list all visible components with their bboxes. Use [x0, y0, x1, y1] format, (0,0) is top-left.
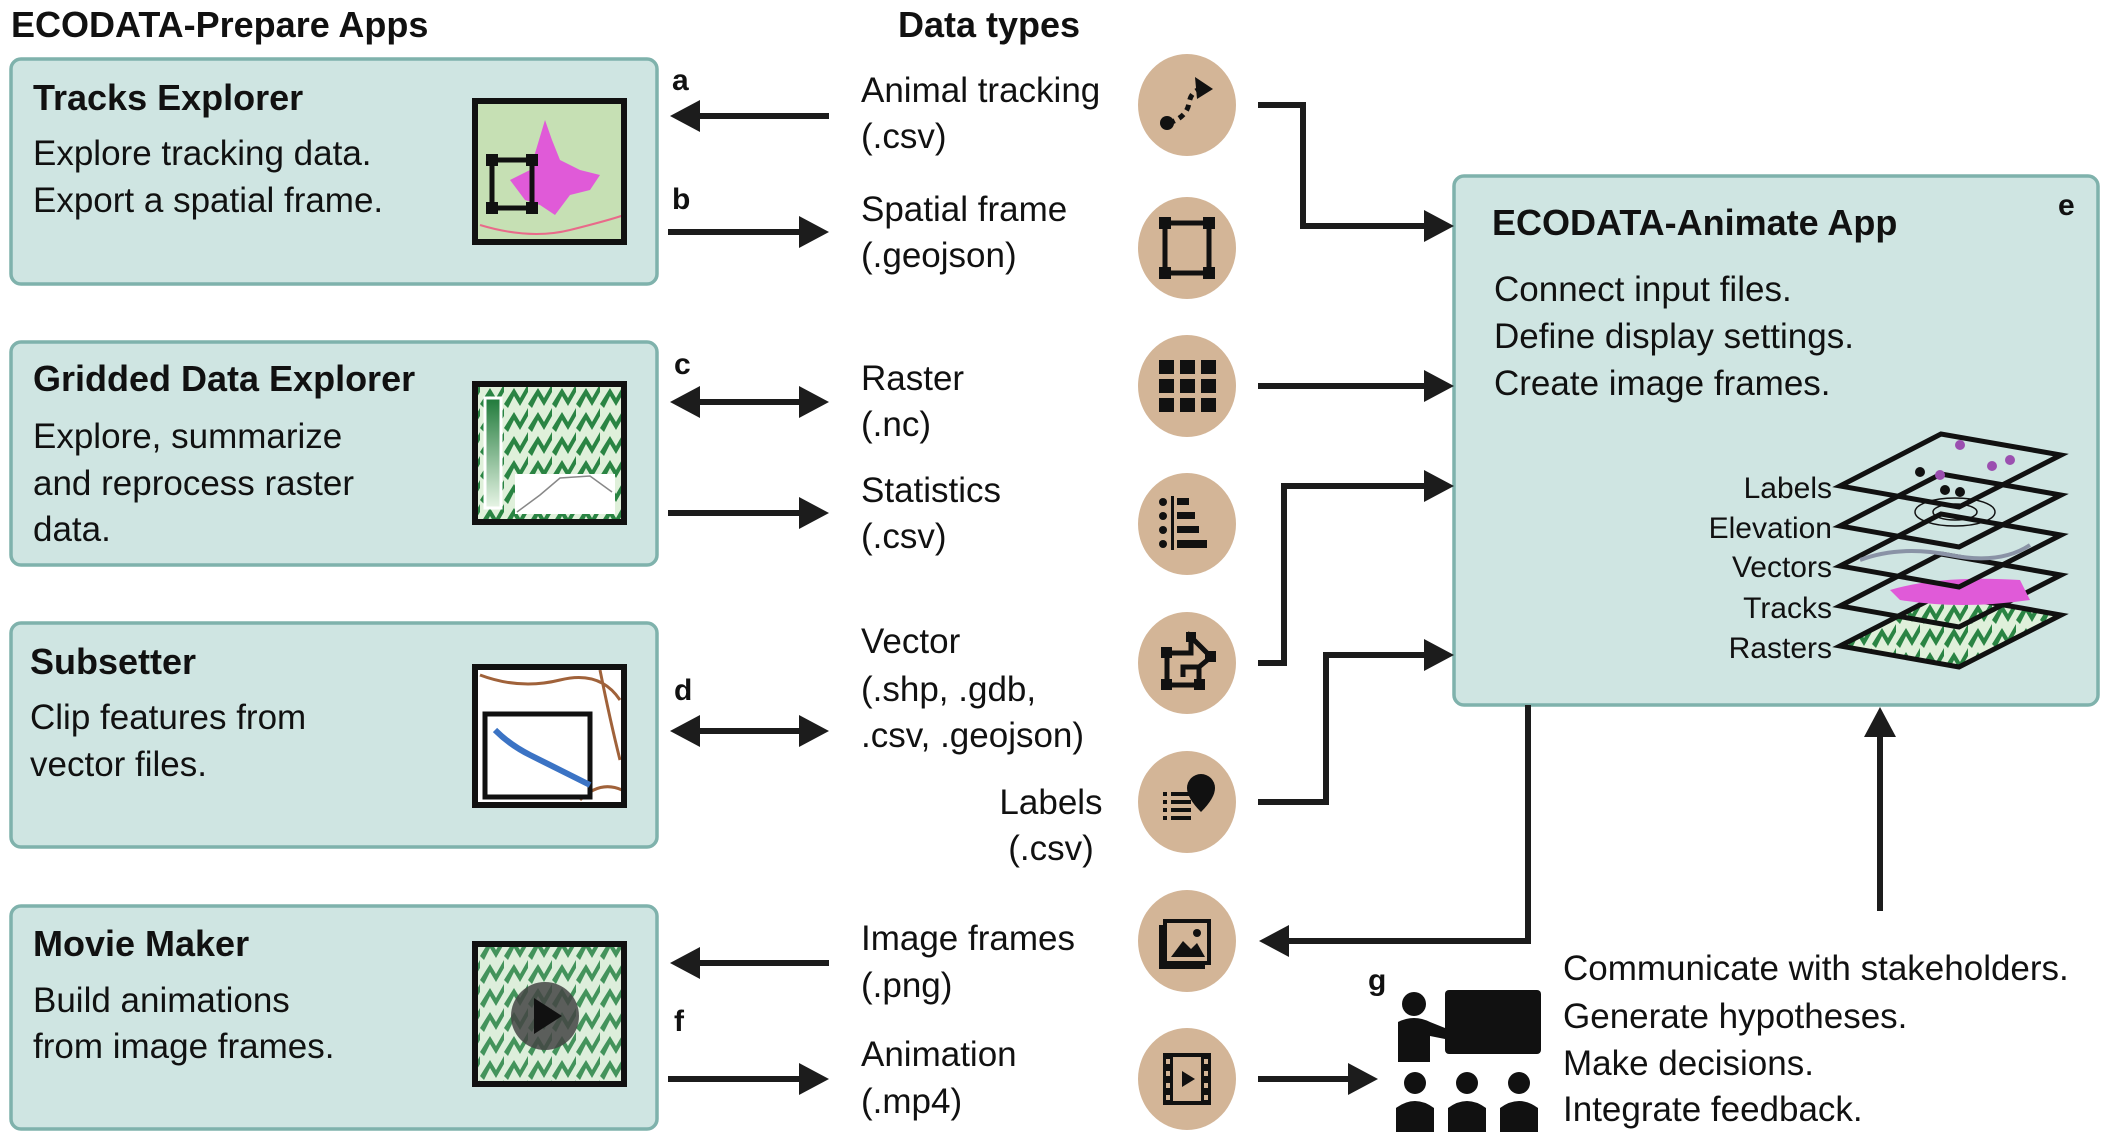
data-type-ext: (.shp, .gdb,	[861, 670, 1036, 709]
data-type-name: Labels	[999, 783, 1102, 822]
panel-letter-a: a	[672, 64, 689, 97]
raster-map-thumbnail	[472, 381, 627, 525]
labels-layer	[1832, 431, 2069, 510]
layer-label: Labels	[1744, 472, 1832, 505]
arrows-apps-data	[668, 100, 829, 1095]
outcomes-list: Communicate with stakeholders. Generate …	[1563, 949, 2069, 1129]
rasters-layer	[1832, 591, 2069, 670]
tracks-layer	[1832, 551, 2069, 630]
statistics-icon	[1138, 473, 1236, 575]
app-description: data.	[33, 510, 111, 549]
app-description: and reprocess raster	[33, 464, 354, 503]
animate-app-panel: ECODATA-Animate App Connect input files.…	[1452, 174, 2100, 707]
labels-pin-icon	[1138, 751, 1236, 853]
connectors-animate	[1258, 102, 1896, 1095]
movie-thumbnail	[472, 941, 627, 1087]
layer-label: Rasters	[1729, 632, 1832, 665]
panel-letter-d: d	[674, 674, 692, 707]
spatial-frame-icon	[486, 154, 538, 214]
layer-label: Tracks	[1743, 592, 1832, 625]
app-subsetter: Subsetter Clip features from vector file…	[9, 621, 659, 849]
panel-letter-e: e	[2058, 189, 2075, 222]
elevation-layer	[1832, 471, 2069, 550]
layer-label: Elevation	[1709, 512, 1832, 545]
prepare-apps-heading: ECODATA-Prepare Apps	[11, 4, 428, 45]
layer-label: Vectors	[1732, 551, 1832, 584]
app-movie-maker: Movie Maker Build animations from image …	[9, 904, 659, 1131]
tracks-map-thumbnail	[472, 98, 627, 245]
data-type-name: Raster	[861, 359, 964, 398]
app-gridded-data-explorer: Gridded Data Explorer Explore, summarize…	[9, 340, 659, 567]
app-title: Gridded Data Explorer	[33, 358, 415, 399]
data-type-name: Animal tracking	[861, 71, 1100, 110]
animate-step: Define display settings.	[1494, 317, 1854, 356]
stakeholders-presentation-icon	[1396, 990, 1541, 1132]
vectors-layer	[1832, 511, 2069, 590]
panel-letter-c: c	[674, 348, 691, 381]
app-description: Explore, summarize	[33, 417, 342, 456]
data-type-ext: (.nc)	[861, 405, 931, 444]
data-type-labels: Animal tracking (.csv) Spatial frame (.g…	[861, 71, 1103, 1121]
app-tracks-explorer: Tracks Explorer Explore tracking data. E…	[9, 57, 659, 286]
data-type-name: Animation	[861, 1035, 1017, 1074]
outcome-item: Generate hypotheses.	[1563, 997, 1907, 1036]
animation-film-icon	[1138, 1028, 1236, 1130]
app-description: vector files.	[30, 745, 207, 784]
data-type-ext: (.mp4)	[861, 1082, 962, 1121]
app-title: Subsetter	[30, 641, 196, 682]
app-description: Build animations	[33, 981, 290, 1020]
vector-map-thumbnail	[472, 664, 627, 808]
panel-letter-g: g	[1368, 964, 1386, 997]
data-type-ext: (.png)	[861, 966, 952, 1005]
data-type-ext: (.csv)	[1008, 829, 1094, 868]
data-type-ext: .csv, .geojson)	[861, 716, 1084, 755]
data-types-heading: Data types	[898, 4, 1080, 45]
panel-letter-f: f	[674, 1005, 685, 1038]
raster-grid-icon	[1138, 335, 1236, 437]
app-description: from image frames.	[33, 1027, 334, 1066]
animate-app-title: ECODATA-Animate App	[1492, 202, 1897, 243]
data-type-ext: (.geojson)	[861, 236, 1017, 275]
outcome-item: Communicate with stakeholders.	[1563, 949, 2069, 988]
layer-stack-illustration	[1832, 431, 2069, 670]
app-description: Clip features from	[30, 698, 306, 737]
outcome-item: Integrate feedback.	[1563, 1090, 1863, 1129]
app-title: Tracks Explorer	[33, 77, 303, 118]
app-description: Export a spatial frame.	[33, 181, 383, 220]
animal-tracking-icon	[1138, 54, 1236, 156]
data-type-name: Vector	[861, 622, 961, 661]
animate-step: Create image frames.	[1494, 364, 1831, 403]
data-type-name: Image frames	[861, 919, 1075, 958]
data-type-name: Statistics	[861, 471, 1001, 510]
app-description: Explore tracking data.	[33, 134, 372, 173]
image-frames-icon	[1138, 890, 1236, 992]
app-title: Movie Maker	[33, 923, 249, 964]
data-type-ext: (.csv)	[861, 517, 947, 556]
animate-step: Connect input files.	[1494, 270, 1792, 309]
data-type-name: Spatial frame	[861, 190, 1067, 229]
spatial-frame-icon	[1138, 197, 1236, 299]
outcome-item: Make decisions.	[1563, 1044, 1814, 1083]
data-type-ext: (.csv)	[861, 117, 947, 156]
panel-letter-b: b	[672, 183, 690, 216]
vector-icon	[1138, 612, 1236, 714]
